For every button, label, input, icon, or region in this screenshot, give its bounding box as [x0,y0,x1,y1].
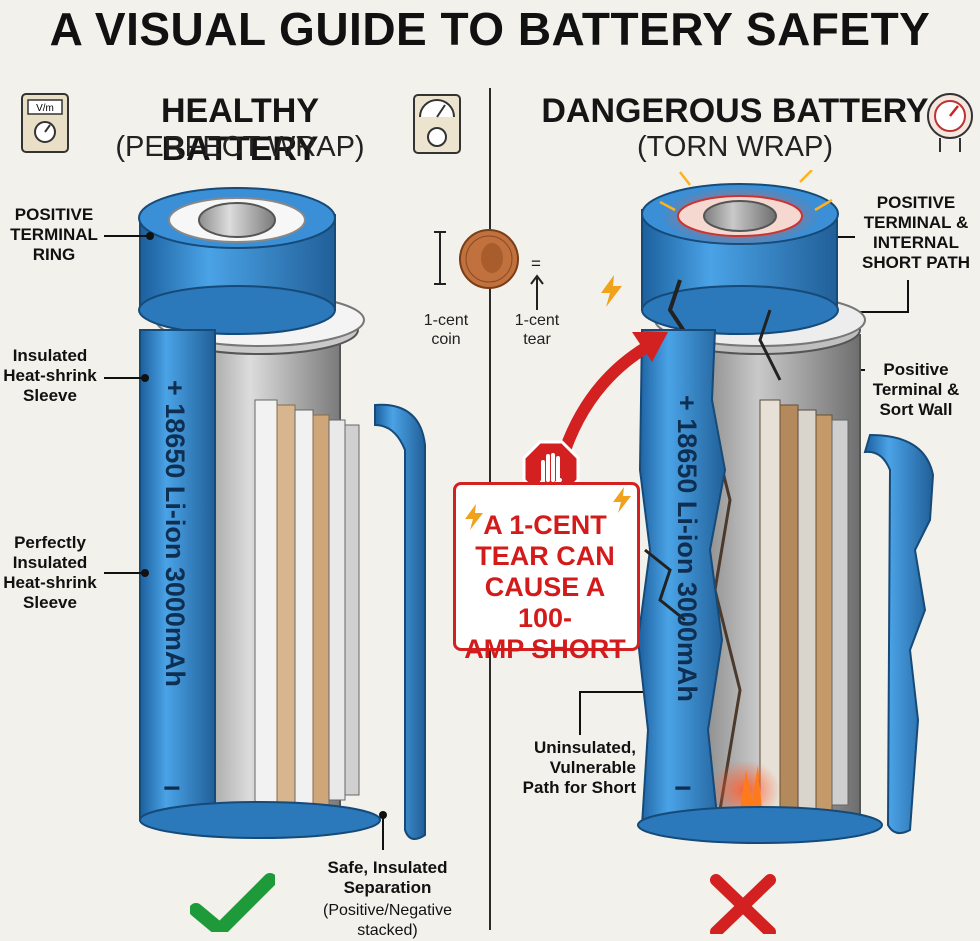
uninsulated-path-label: Uninsulated, Vulnerable Path for Short [522,738,636,797]
healthy-title: HEALTHY BATTERY [160,92,320,168]
positive-short-path-label: POSITIVE TERMINAL & INTERNAL SHORT PATH [862,193,970,272]
svg-text:V/m: V/m [36,103,54,114]
positive-wall-label: Positive Terminal & Sort Wall [872,360,960,419]
dangerous-minus-sign: − [674,772,692,805]
insulated-sleeve-label: Insulated Heat-shrink Sleeve [3,346,97,405]
multimeter-icon: V/m [20,92,70,154]
page-title: A VISUAL GUIDE TO BATTERY SAFETY [49,3,931,55]
warning-text: A 1-CENT TEAR CAN CAUSE A 100- AMP SHORT [464,510,626,664]
gauge-meter-icon [412,93,462,155]
pressure-gauge-icon [924,90,976,156]
dangerous-battery-diagram [636,170,935,844]
spark-burst-icon [596,274,626,308]
healthy-battery-diagram [138,187,426,840]
lightning-icon [462,503,486,531]
healthy-minus-sign: − [163,772,181,805]
perfectly-insulated-label: Perfectly Insulated Heat-shrink Sleeve [3,533,97,612]
lightning-icon-2 [610,486,634,514]
equals-sign: = [531,254,541,273]
warning-callout [453,482,640,651]
up-arrow-icon [527,272,547,312]
red-arrow-icon [559,332,668,456]
positive-terminal-ring-label: POSITIVE TERMINAL RING [10,205,98,264]
penny-coin-icon [458,228,520,290]
healthy-subtitle: (PERFECT WRAP) [115,131,365,163]
safe-separation-label: Safe, Insulated Separation [327,858,448,897]
dangerous-subtitle: (TORN WRAP) [636,131,833,163]
dangerous-title: DANGEROUS BATTERY [541,92,929,130]
coin-label: 1-cent coin [423,312,469,348]
cross-mark-icon [708,874,778,938]
check-mark-icon [189,872,277,937]
dangerous-battery-label: + 18650 Li-ion 3000mAh [672,395,702,702]
tear-label: 1-cent tear [514,312,560,348]
size-bracket-icon [433,230,447,286]
